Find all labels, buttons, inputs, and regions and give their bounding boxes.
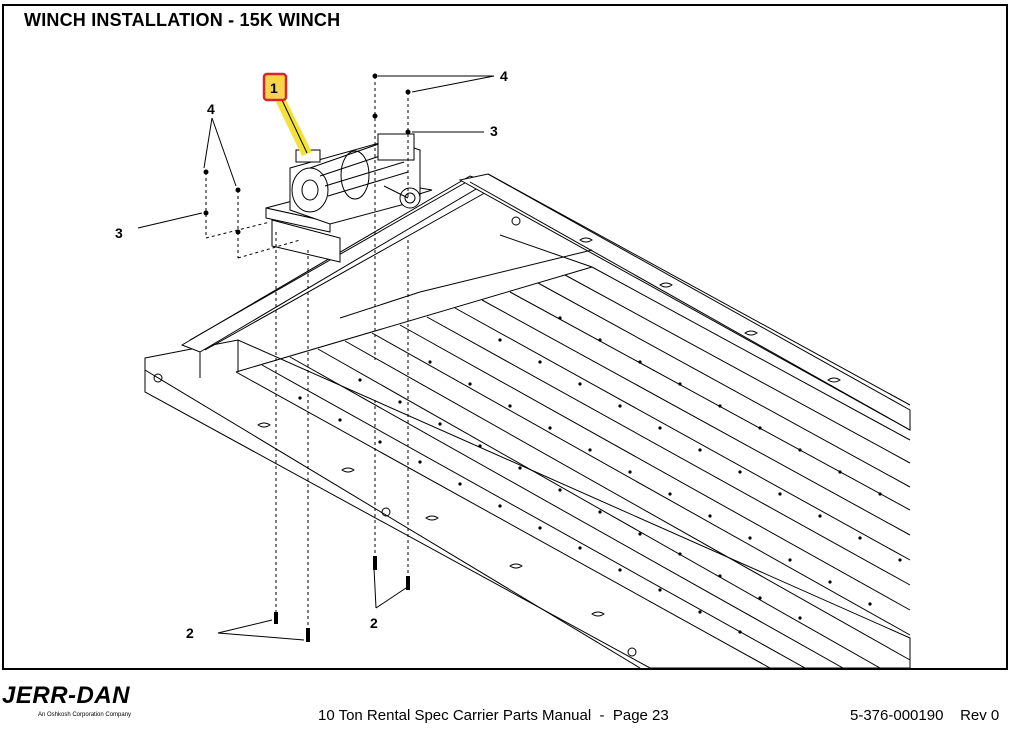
winch-assembly bbox=[265, 133, 433, 263]
callout-item-3-right: 3 bbox=[490, 123, 498, 139]
item1-highlight-box bbox=[262, 72, 288, 102]
jerr-dan-logo: JERR-DAN bbox=[2, 682, 130, 710]
callout-item-2-left: 2 bbox=[186, 625, 194, 641]
callout-item-1: 1 bbox=[270, 80, 278, 96]
logo-text: JERR-DAN bbox=[2, 682, 131, 709]
page-title: WINCH INSTALLATION - 15K WINCH bbox=[24, 10, 341, 30]
logo-subtitle: An Oshkosh Corporation Company bbox=[38, 712, 132, 718]
callout-item-2-right: 2 bbox=[370, 615, 378, 631]
deck-rivets bbox=[298, 316, 902, 634]
deck-planks bbox=[235, 234, 911, 668]
leader-lines bbox=[137, 75, 495, 641]
callout-item-4-left: 4 bbox=[207, 101, 215, 117]
revision: Rev 0 bbox=[960, 707, 1000, 724]
callout-item-4-right: 4 bbox=[500, 68, 508, 84]
callout-item-3-left: 3 bbox=[115, 225, 123, 241]
tie-down-slots bbox=[153, 216, 841, 657]
item1-leader-highlight bbox=[276, 100, 312, 156]
fasteners bbox=[203, 73, 411, 642]
document-number: 5-376-000190 Rev 0 bbox=[850, 707, 999, 724]
bed-frame bbox=[144, 173, 911, 668]
part-number: 5-376-000190 bbox=[850, 707, 944, 724]
manual-page-label: 10 Ton Rental Spec Carrier Parts Manual … bbox=[318, 707, 669, 724]
